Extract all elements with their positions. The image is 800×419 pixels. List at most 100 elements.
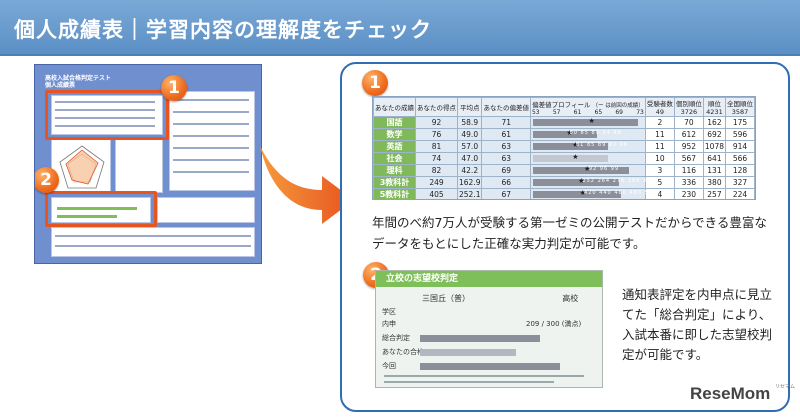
examinees-cell: 10	[644, 152, 675, 165]
score-cell: 405	[415, 188, 458, 199]
profile-bar-labels: 252 264 276 288 300	[582, 178, 656, 184]
rank-a-cell: 567	[673, 152, 704, 165]
table-header-row: あなたの成績 あなたの得点 平均点 あなたの偏差値 偏差値プロフィール （ー は…	[373, 97, 755, 117]
profile-bar-labels: 80 85 89 94 99	[569, 130, 622, 136]
school-bar	[420, 349, 516, 356]
school-bar	[420, 363, 560, 370]
profile-bar	[532, 131, 598, 138]
subject-cell: 3教科計	[373, 176, 416, 189]
profile-cell: ★81 85 89 92 96	[529, 140, 646, 153]
profile-bar	[532, 155, 609, 162]
side-description-text: 通知表評定を内申点に見立てた「総合判定」により、入試本番に即した志望校判定が可能…	[622, 287, 773, 362]
profile-cell: ★420 440 460 480 500	[529, 188, 656, 199]
previous-mark-icon: ★	[566, 129, 573, 137]
average-cell: 58.9	[456, 116, 483, 129]
rank-a-cell: 70	[673, 116, 704, 129]
sheet-green-bar	[57, 207, 137, 210]
sheet-right-column	[169, 91, 255, 191]
examinees-cell: 2	[644, 116, 675, 129]
rank-b-cell: 257	[702, 188, 727, 199]
rank-c-cell: 327	[725, 176, 755, 189]
previous-mark-icon: ★	[579, 189, 586, 197]
average-cell: 252.1	[456, 188, 483, 199]
examinees-cell: 3	[644, 164, 675, 177]
sheet-line	[173, 147, 249, 149]
profile-cell: ★252 264 276 288 300	[529, 176, 655, 189]
header-banner: 個人成績表｜学習内容の理解度をチェック	[0, 0, 800, 56]
header-count: 3587	[731, 108, 749, 116]
profile-cell: ★	[529, 152, 646, 165]
average-cell: 42.2	[456, 164, 483, 177]
sheet-radar-area	[51, 139, 111, 193]
school-type: 高校	[562, 294, 579, 303]
sheet-line	[55, 235, 251, 237]
average-cell: 162.9	[456, 176, 483, 189]
rank-b-cell: 380	[702, 176, 727, 189]
sheet-bottom-right	[157, 197, 255, 223]
sheet-footer	[51, 227, 255, 257]
subject-cell: 理科	[373, 164, 416, 177]
rank-b-cell: 692	[702, 128, 727, 141]
target-school-section: 立校の志望校判定 三国丘（普） 高校 学区 内申 209 / 300 (満点) …	[375, 270, 603, 388]
badge-1: 1	[362, 70, 388, 96]
score-table: あなたの成績 あなたの得点 平均点 あなたの偏差値 偏差値プロフィール （ー は…	[372, 96, 756, 200]
resemom-logo: ReseMom	[690, 384, 771, 403]
school-row: あなたの合格	[382, 348, 424, 356]
school-row: 総合判定	[382, 334, 410, 342]
header-count: 49	[655, 108, 665, 116]
profile-cell: ★80 85 89 94 99	[529, 128, 646, 141]
sheet-green-bar	[57, 215, 117, 218]
sheet-line	[55, 117, 155, 119]
header-score: あなたの得点	[415, 97, 458, 117]
header-profile-label: 偏差値プロフィール	[532, 100, 591, 109]
header-rank-b-label: 順位	[707, 100, 721, 108]
banner-title: 個人成績表｜学習内容の理解度をチェック	[14, 18, 432, 42]
deviation-cell: 63	[481, 152, 531, 165]
profile-tick-label: 69	[615, 108, 623, 116]
deviation-cell: 69	[481, 164, 531, 177]
rank-b-cell: 131	[702, 164, 727, 177]
header-average: 平均点	[456, 97, 483, 117]
sheet-title-line2: 個人成績票	[45, 82, 76, 89]
header-count: 4231	[706, 108, 723, 116]
examinees-cell: 11	[644, 128, 675, 141]
badge-2: 2	[35, 167, 59, 193]
sheet-line	[173, 135, 249, 137]
score-cell: 81	[415, 140, 458, 153]
average-cell: 49.0	[456, 128, 483, 141]
school-row: 今回	[382, 362, 396, 370]
sheet-line	[173, 99, 249, 101]
radar-chart-icon	[59, 145, 105, 189]
profile-bar-labels: 420 440 460 480 500	[584, 190, 658, 196]
rank-a-cell: 952	[673, 140, 704, 153]
rank-c-cell: 175	[725, 116, 755, 129]
profile-tick-label: 73	[636, 108, 644, 116]
previous-mark-icon: ★	[588, 117, 595, 125]
deviation-cell: 67	[481, 188, 531, 199]
rank-a-cell: 336	[673, 176, 704, 189]
deviation-cell: 66	[481, 176, 531, 189]
score-cell: 92	[415, 116, 458, 129]
sheet-title-line1: 高校入試合格判定テスト	[45, 75, 112, 82]
rank-c-cell: 566	[725, 152, 755, 165]
header-subject: あなたの成績	[373, 97, 416, 117]
score-table-grid: あなたの成績 あなたの得点 平均点 あなたの偏差値 偏差値プロフィール （ー は…	[373, 97, 755, 199]
subject-cell: 5教科計	[373, 188, 416, 199]
header-count: 3726	[680, 108, 698, 116]
school-name-row: 三国丘（普） 高校	[382, 293, 578, 303]
profile-bar	[532, 167, 630, 174]
rank-c-cell: 914	[725, 140, 755, 153]
rank-c-cell: 596	[725, 128, 755, 141]
score-cell: 249	[415, 176, 458, 189]
school-bar	[420, 335, 540, 342]
profile-tick-label: 61	[573, 108, 582, 116]
profile-cell: ★92 96 99	[529, 164, 646, 177]
deviation-cell: 61	[481, 128, 531, 141]
